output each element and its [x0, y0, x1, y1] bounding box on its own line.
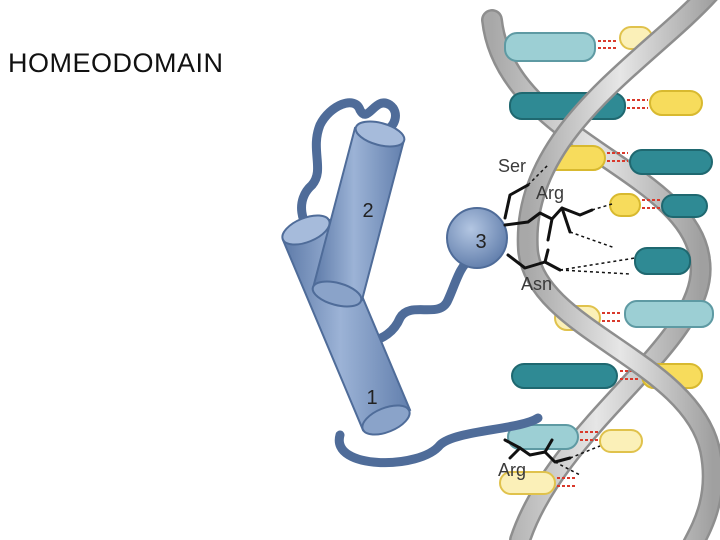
base-pair-8: [507, 424, 643, 453]
asn-label: Asn: [521, 274, 552, 294]
helix-2-label: 2: [362, 200, 373, 222]
base-pair-9: [499, 471, 575, 495]
helix-2: [311, 120, 406, 308]
arg-side-chain-top: [503, 206, 594, 227]
contacts: [527, 164, 636, 476]
dna-front-strand: [516, 0, 720, 540]
arg-top-label: Arg: [536, 183, 564, 203]
arg-bottom-label: Arg: [498, 460, 526, 480]
helix-3: [446, 207, 508, 269]
ser-label: Ser: [498, 156, 526, 176]
side-chains: [503, 183, 594, 464]
asn-side-chain: [506, 253, 562, 272]
helix-1: [281, 214, 412, 436]
ser-side-chain: [503, 183, 530, 220]
arg-side-chain-bottom: [503, 438, 572, 464]
helix-1-label: 1: [366, 387, 377, 409]
base-pair-5: [634, 247, 691, 275]
helix-3-label: 3: [475, 231, 486, 253]
slide-title: HOMEODOMAIN: [8, 48, 224, 78]
